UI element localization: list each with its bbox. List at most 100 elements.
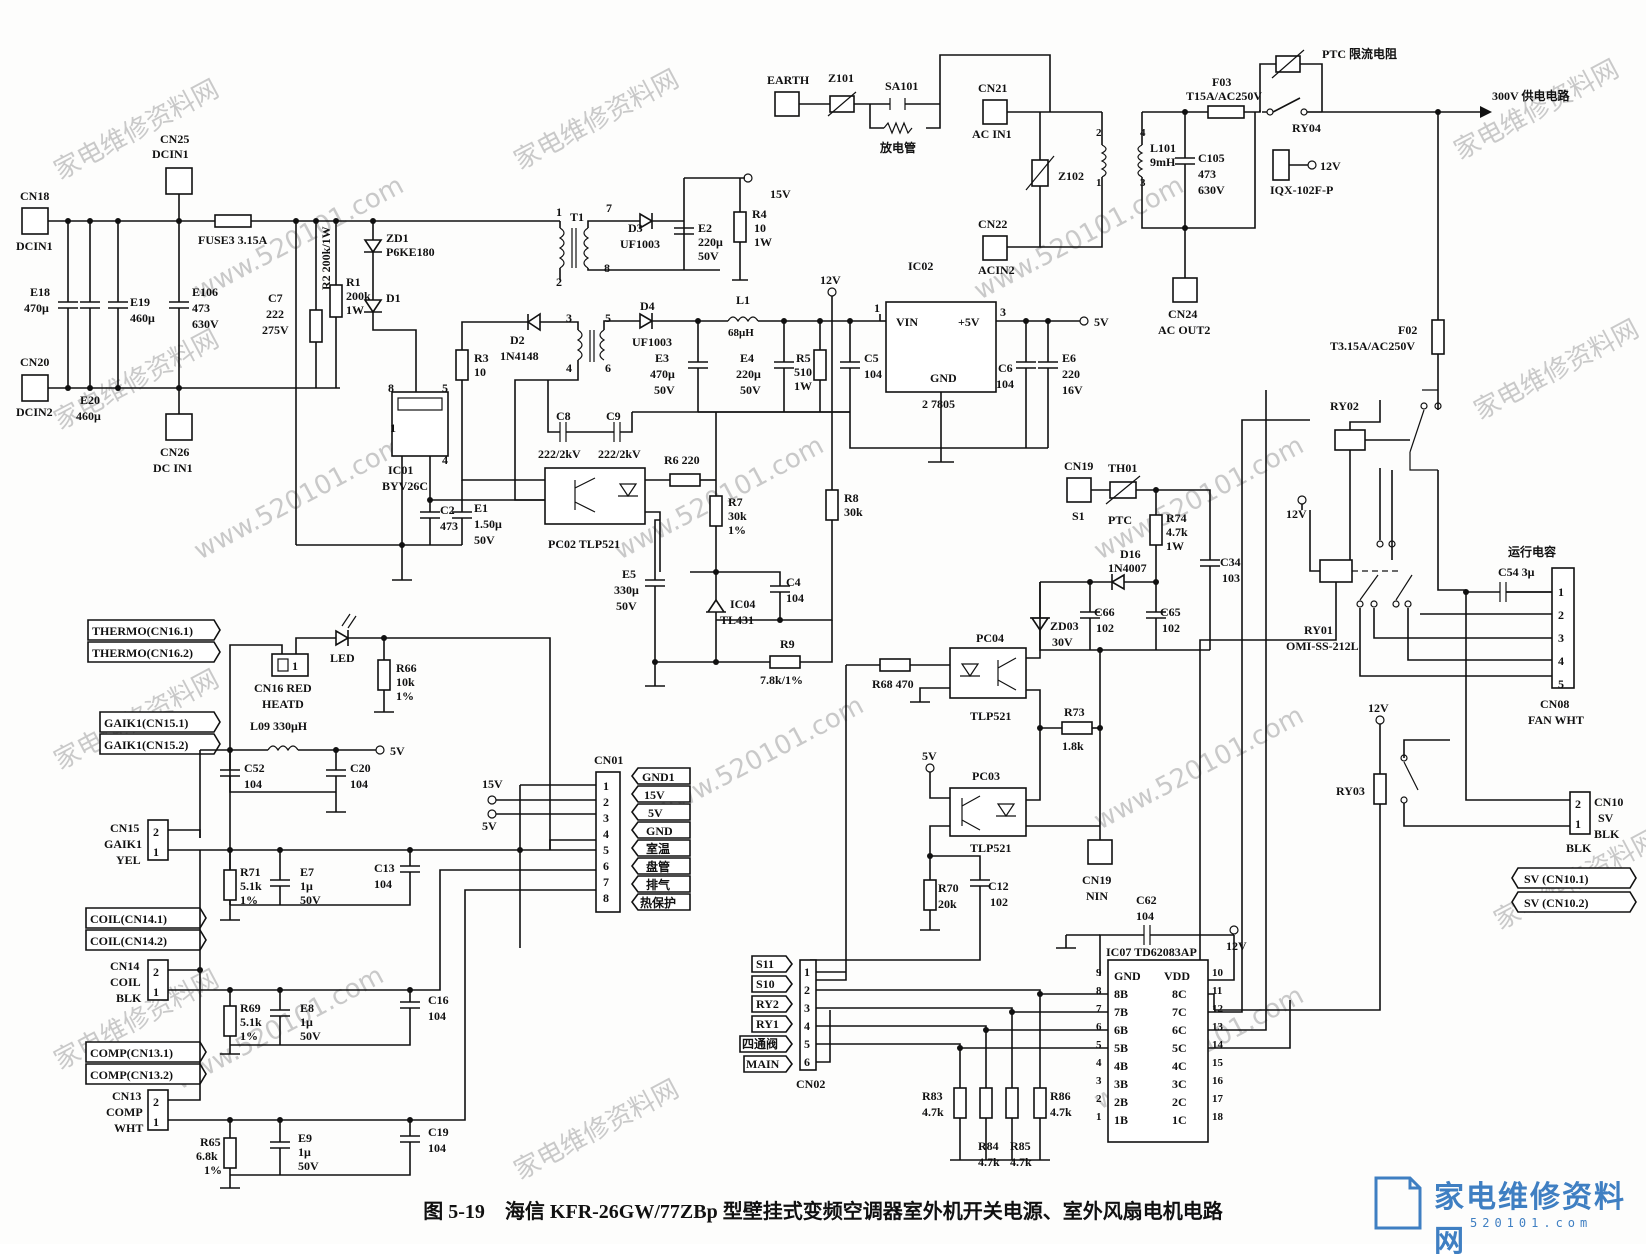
svg-text:1W: 1W [1166, 539, 1184, 553]
svg-text:F02: F02 [1398, 323, 1417, 337]
svg-text:CN01: CN01 [594, 753, 623, 767]
svg-text:1B: 1B [1114, 1113, 1128, 1127]
svg-text:222/2kV: 222/2kV [538, 447, 581, 461]
svg-text:GND: GND [1114, 969, 1141, 983]
svg-text:1μ: 1μ [300, 879, 313, 893]
svg-text:3: 3 [804, 1001, 810, 1015]
ac-input-section: EARTH Z101 SA101 放电管 CN21 AC IN1 Z102 CN… [767, 46, 1570, 400]
svg-text:4.7k: 4.7k [1166, 525, 1188, 539]
svg-text:1W: 1W [754, 235, 772, 249]
svg-text:运行电容: 运行电容 [1508, 544, 1556, 559]
svg-text:TLP521: TLP521 [970, 841, 1011, 855]
svg-text:50V: 50V [654, 383, 675, 397]
sv-tag-1 [1511, 867, 1637, 889]
svg-text:5: 5 [1096, 1039, 1102, 1051]
svg-text:R73: R73 [1064, 705, 1085, 719]
svg-text:TLP521: TLP521 [970, 709, 1011, 723]
svg-text:R3: R3 [474, 351, 489, 365]
svg-text:R68 470: R68 470 [872, 677, 914, 691]
svg-text:NIN: NIN [1086, 889, 1108, 903]
svg-text:www.520101.com: www.520101.com [1089, 700, 1309, 836]
svg-text:2: 2 [603, 795, 609, 809]
svg-text:C66: C66 [1094, 605, 1115, 619]
svg-text:104: 104 [244, 777, 262, 791]
svg-text:E20: E20 [80, 393, 100, 407]
svg-text:IC04: IC04 [730, 597, 755, 611]
svg-text:PTC 限流电阻: PTC 限流电阻 [1322, 46, 1397, 61]
svg-text:630V: 630V [1198, 183, 1225, 197]
svg-text:C5: C5 [864, 351, 879, 365]
svg-text:TH01: TH01 [1108, 461, 1137, 475]
svg-text:330μ: 330μ [614, 583, 639, 597]
svg-text:2: 2 [1096, 1093, 1102, 1105]
svg-text:104: 104 [1136, 909, 1154, 923]
svg-text:D1: D1 [386, 291, 401, 305]
svg-text:18: 18 [1212, 1111, 1224, 1123]
svg-text:1.8k: 1.8k [1062, 739, 1084, 753]
r73-resistor [1061, 721, 1093, 735]
sa101-label: SA101 [885, 79, 918, 93]
svg-text:PTC: PTC [1108, 513, 1132, 527]
svg-text:2B: 2B [1114, 1095, 1128, 1109]
svg-text:10k: 10k [396, 675, 415, 689]
ic07-driver [1107, 959, 1209, 1143]
svg-text:6: 6 [804, 1055, 810, 1069]
svg-text:S1: S1 [1072, 509, 1085, 523]
svg-text:R9: R9 [780, 637, 795, 651]
svg-text:IC07 TD62083AP: IC07 TD62083AP [1106, 945, 1197, 959]
r71-resistor [223, 869, 237, 901]
svg-text:DCIN1: DCIN1 [152, 147, 189, 161]
svg-text:CN16 RED: CN16 RED [254, 681, 312, 695]
svg-text:5: 5 [442, 381, 448, 395]
svg-text:14: 14 [1212, 1039, 1224, 1051]
svg-text:S11: S11 [756, 957, 774, 971]
ry02-coil [1334, 429, 1366, 451]
svg-text:12V: 12V [1320, 159, 1341, 173]
svg-text:1W: 1W [794, 379, 812, 393]
r69-resistor [223, 1005, 237, 1037]
svg-text:SV (CN10.1): SV (CN10.1) [1524, 872, 1588, 886]
svg-text:四通阀: 四通阀 [742, 1036, 778, 1051]
svg-text:IQX-102F-P: IQX-102F-P [1270, 183, 1333, 197]
svg-text:UF1003: UF1003 [632, 335, 672, 349]
svg-text:11: 11 [1212, 985, 1222, 997]
svg-text:CN13: CN13 [112, 1089, 141, 1103]
r66-resistor [377, 659, 391, 691]
fuse3 [214, 214, 252, 228]
svg-text:C4: C4 [786, 575, 801, 589]
svg-text:104: 104 [786, 591, 804, 605]
svg-text:4: 4 [1096, 1057, 1102, 1069]
svg-text:1%: 1% [240, 893, 258, 907]
svg-text:1%: 1% [396, 689, 414, 703]
svg-text:E4: E4 [740, 351, 754, 365]
svg-text:1C: 1C [1172, 1113, 1187, 1127]
svg-text:220: 220 [1062, 367, 1080, 381]
svg-text:3: 3 [603, 811, 609, 825]
svg-text:104: 104 [864, 367, 882, 381]
svg-text:473: 473 [192, 301, 210, 315]
svg-text:4.7k: 4.7k [1050, 1105, 1072, 1119]
svg-text:5V: 5V [482, 819, 497, 833]
cn02-signal-tags: S11 S10 RY2 RY1 四通阀 MAIN [739, 955, 793, 1073]
svg-text:COIL(CN14.2): COIL(CN14.2) [90, 934, 167, 948]
svg-text:C7: C7 [268, 291, 283, 305]
svg-text:2: 2 [556, 275, 562, 289]
svg-text:RY03: RY03 [1336, 784, 1365, 798]
cn25-terminal [165, 167, 193, 195]
svg-text:470μ: 470μ [650, 367, 675, 381]
svg-text:BYV26C: BYV26C [382, 479, 428, 493]
svg-text:RY1: RY1 [756, 1017, 779, 1031]
svg-text:8: 8 [388, 381, 394, 395]
svg-text:LED: LED [330, 651, 355, 665]
pc03-optocoupler [949, 787, 1027, 837]
f02-fuse [1431, 319, 1445, 355]
ic02-regulator [885, 301, 997, 393]
svg-text:50V: 50V [300, 893, 321, 907]
svg-text:CN25: CN25 [160, 132, 189, 146]
svg-text:HEATD: HEATD [262, 697, 304, 711]
svg-text:630V: 630V [192, 317, 219, 331]
svg-text:8: 8 [604, 261, 610, 275]
svg-text:VDD: VDD [1164, 969, 1190, 983]
svg-text:D2: D2 [510, 333, 525, 347]
svg-text:盘管: 盘管 [646, 859, 670, 874]
